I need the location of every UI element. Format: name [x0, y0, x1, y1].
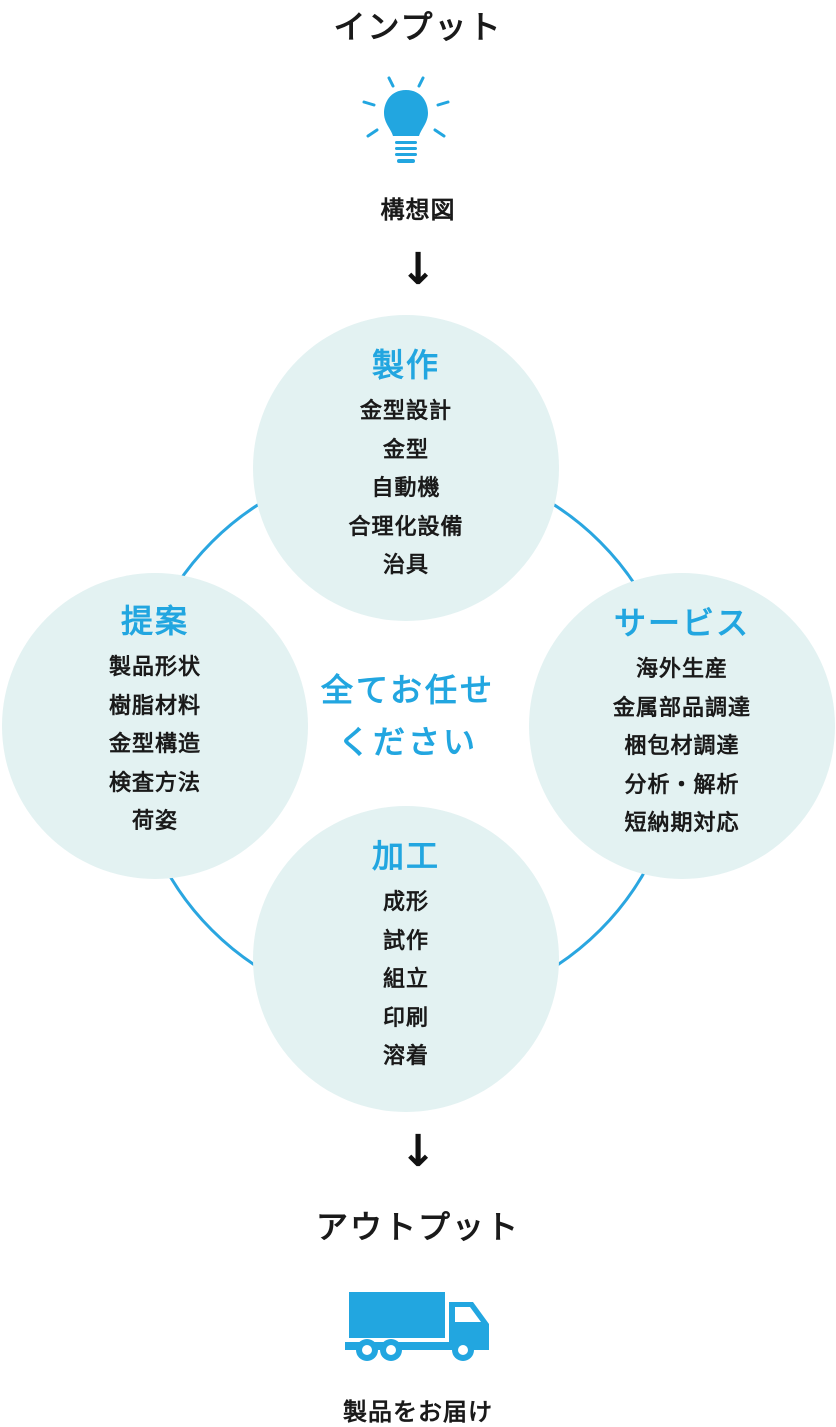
- node-title: 提案: [120, 602, 189, 640]
- output-heading: アウトプット: [315, 1208, 520, 1246]
- input-heading: インプット: [333, 8, 503, 46]
- arrow-down-icon: ↓: [399, 1126, 437, 1177]
- node-item: 試作: [382, 928, 429, 954]
- node-teian: 提案 製品形状 樹脂材料 金型構造 検査方法 荷姿: [2, 573, 308, 879]
- node-item: 溶着: [382, 1044, 429, 1069]
- node-kakou: 加工 成形 試作 組立 印刷 溶着: [253, 806, 559, 1112]
- node-title: 加工: [371, 837, 440, 875]
- node-item: 梱包材調達: [624, 734, 740, 759]
- node-item: 樹脂材料: [108, 693, 201, 719]
- node-item: 金属部品調達: [612, 695, 751, 721]
- node-item: 治具: [382, 553, 429, 578]
- node-item: 印刷: [382, 1005, 429, 1031]
- output-caption: 製品をお届け: [343, 1398, 493, 1426]
- node-item: 分析・解析: [624, 772, 740, 798]
- truck-icon: [345, 1290, 491, 1366]
- node-item: 検査方法: [108, 770, 201, 796]
- center-message-line: ください: [337, 723, 478, 761]
- node-item: 荷姿: [131, 809, 178, 834]
- node-seisaku: 製作 金型設計 金型 自動機 合理化設備 治具: [253, 315, 559, 621]
- node-item: 海外生産: [635, 657, 728, 682]
- lightbulb-icon: [360, 70, 452, 170]
- node-item-list: 海外生産 金属部品調達 梱包材調達 分析・解析 短納期対応: [529, 651, 835, 844]
- node-item-list: 製品形状 樹脂材料 金型構造 検査方法 荷姿: [2, 649, 308, 842]
- node-item: 合理化設備: [348, 514, 464, 540]
- node-item: 製品形状: [108, 655, 201, 680]
- center-message-line: 全てお任せ: [320, 671, 496, 709]
- node-item: 組立: [382, 967, 429, 992]
- node-item: 自動機: [371, 476, 441, 501]
- arrow-down-icon: ↓: [399, 244, 437, 295]
- node-item: 金型: [382, 437, 429, 463]
- node-title: サービス: [613, 604, 750, 642]
- node-service: サービス 海外生産 金属部品調達 梱包材調達 分析・解析 短納期対応: [529, 573, 835, 879]
- input-caption: 構想図: [380, 196, 456, 224]
- node-item: 成形: [382, 890, 429, 915]
- node-title: 製作: [371, 346, 440, 384]
- node-item-list: 成形 試作 組立 印刷 溶着: [253, 884, 559, 1077]
- node-item: 短納期対応: [624, 811, 740, 836]
- node-item: 金型設計: [359, 399, 452, 424]
- node-item-list: 金型設計 金型 自動機 合理化設備 治具: [253, 393, 559, 586]
- node-item: 金型構造: [108, 732, 201, 757]
- center-message: 全てお任せ ください: [308, 664, 508, 768]
